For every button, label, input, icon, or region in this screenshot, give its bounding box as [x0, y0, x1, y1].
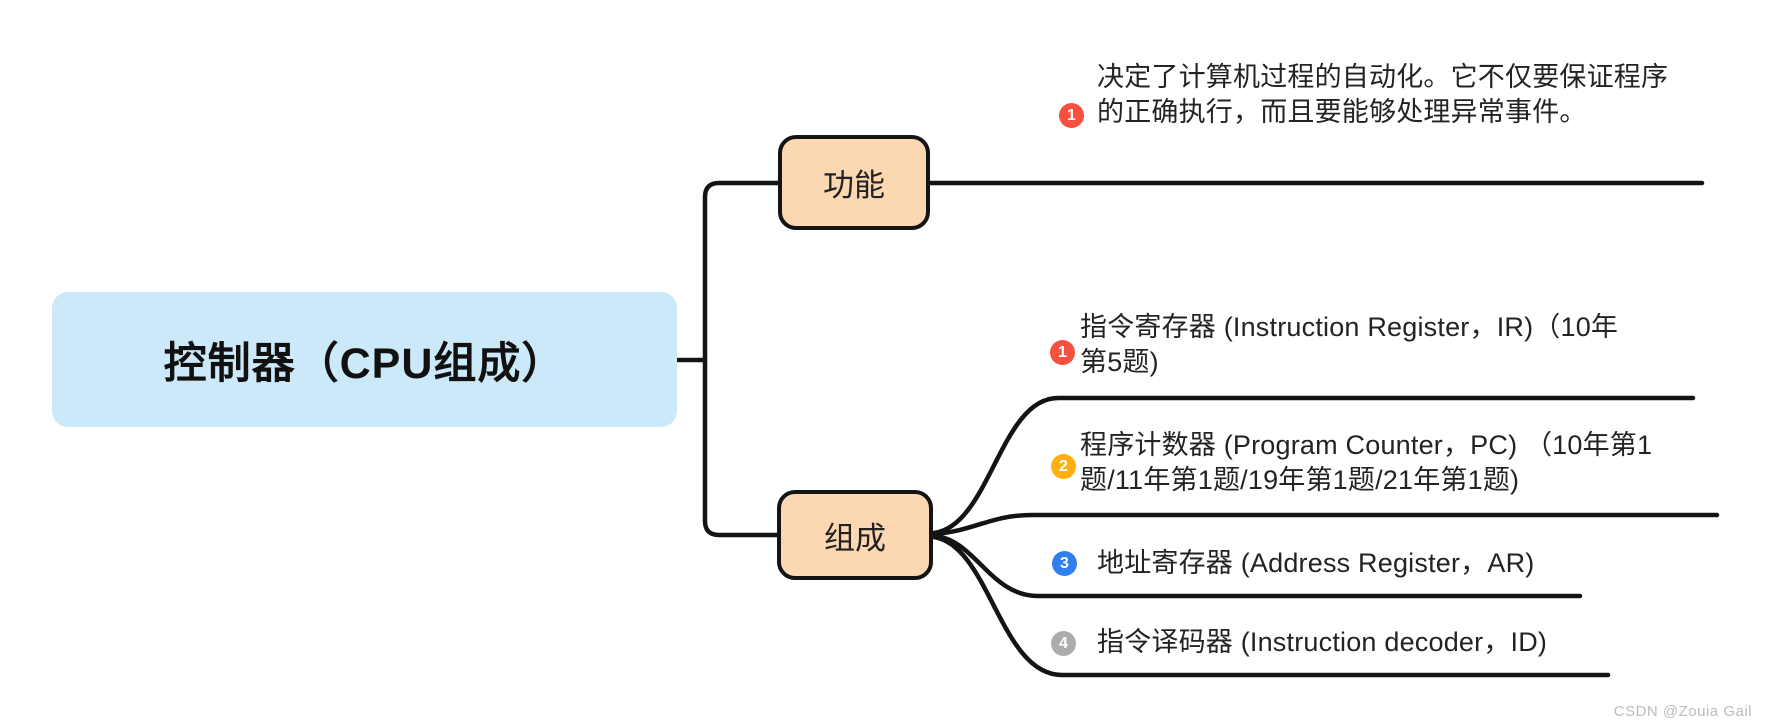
composition-item3-badge: 3 — [1052, 551, 1077, 576]
composition-item4-badge: 4 — [1051, 631, 1076, 656]
topic-function[interactable]: 功能 — [778, 135, 930, 230]
function-note-badge: 1 — [1059, 103, 1084, 128]
trunk-to-composition-line — [702, 357, 780, 538]
composition-item1-badge: 1 — [1050, 340, 1075, 365]
topic-composition[interactable]: 组成 — [777, 490, 933, 580]
topic-composition-label: 组成 — [824, 520, 886, 556]
composition-item3-underline — [931, 533, 1583, 599]
topic-function-label: 功能 — [823, 168, 885, 203]
composition-item2-text[interactable]: 程序计数器 (Program Counter，PC) （10年第1 题/11年第… — [1080, 430, 1653, 495]
composition-item2-badge: 2 — [1051, 454, 1076, 479]
composition-item1-underline — [931, 395, 1696, 536]
function-note-text[interactable]: 决定了计算机过程的自动化。它不仅要保证程序 的正确执行，而且要能够处理异常事件。 — [1097, 62, 1669, 127]
composition-item4-text[interactable]: 指令译码器 (Instruction decoder，ID) — [1097, 627, 1548, 657]
composition-item2-underline — [931, 512, 1720, 537]
composition-item4-underline — [931, 534, 1611, 678]
trunk-to-function-line — [702, 180, 781, 363]
composition-item3-text[interactable]: 地址寄存器 (Address Register，AR) — [1097, 548, 1535, 578]
root-topic[interactable]: 控制器（CPU组成） — [52, 292, 677, 427]
composition-item1-text[interactable]: 指令寄存器 (Instruction Register，IR)（10年 第5题) — [1080, 312, 1619, 377]
root-topic-label: 控制器（CPU组成） — [163, 339, 566, 388]
csdn-watermark: CSDN @Zouia Gail — [1613, 703, 1752, 720]
